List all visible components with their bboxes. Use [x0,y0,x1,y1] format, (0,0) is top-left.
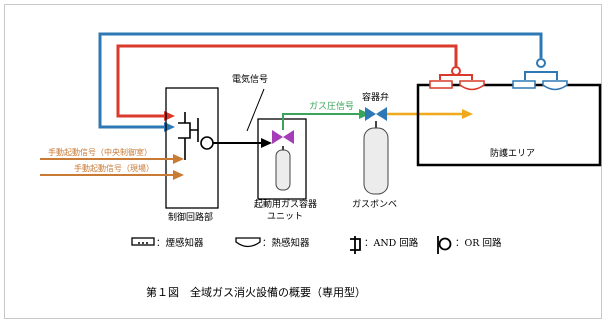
blue-detector-bracket [524,71,558,80]
manual-signal-central-label: 手動起動信号（中央制御室） [48,147,152,157]
electric-arrowhead [261,138,272,148]
gas-cylinder-label: ガスボンベ [352,199,397,210]
starter-valve-icon-right [283,130,294,144]
blue-smoke-detector-icon [512,80,536,89]
blue-arrowhead [164,122,175,132]
container-valve-icon [365,107,376,121]
figure-frame [4,4,602,319]
container-valve-label: 容器弁 [362,91,389,103]
starter-valve-icon [272,130,283,144]
legend-heat-detector-icon [235,237,261,248]
legend-or-circuit-icon [438,237,452,251]
red-signal-line [116,44,458,118]
manual-arrowhead-local [173,170,184,180]
legend-heat-detector-label: ：熱感知器 [262,237,310,249]
legend-and-circuit-label: ：AND 回路 [364,237,419,249]
control-circuit-label: 制御回路部 [168,211,213,223]
red-detector-node [451,66,461,76]
red-detector-bracket [439,74,473,80]
control-circuit-box [165,87,219,209]
legend: ：煙感知器 ：熱感知器 ：AND 回路 ：OR 回路 [131,236,502,254]
gas-pressure-signal-label: ガス圧信号 [309,100,354,112]
manual-signal-local-label: 手動起動信号（現場） [74,163,154,173]
red-smoke-detector-icon [429,80,453,89]
blue-heat-detector-icon [542,80,568,91]
protected-area-box [416,83,602,167]
red-heat-detector-icon [459,80,485,91]
blue-detector-node [536,58,546,68]
starter-gas-unit-label-1: 起動用ガス容器 [254,198,317,210]
figure-caption: 第１図 全域ガス消火設備の概要（専用型） [146,285,366,299]
blue-signal-line [98,32,543,129]
manual-arrowhead-central [173,154,184,164]
legend-smoke-detector-icon [131,237,155,246]
legend-or-circuit-label: ：OR 回路 [455,237,502,249]
legend-and-circuit-icon [350,236,361,254]
and-gate-symbol [178,112,199,160]
starter-gas-cylinder [275,149,291,191]
protected-area-label: 防護エリア [490,147,535,159]
gas-pressure-line [282,113,360,130]
gas-cylinder-icon [363,127,389,195]
legend-smoke-detector-label: ：煙感知器 [156,237,204,249]
electric-signal-leader [246,88,265,132]
electric-signal-label: 電気信号 [232,73,268,85]
discharge-arrowhead [462,109,473,119]
red-arrowhead [164,111,175,121]
container-valve-icon-right [376,107,387,121]
starter-gas-unit-label-2: ユニット [267,212,303,222]
or-gate-symbol [200,136,214,150]
gas-pressure-arrowhead [359,109,370,119]
